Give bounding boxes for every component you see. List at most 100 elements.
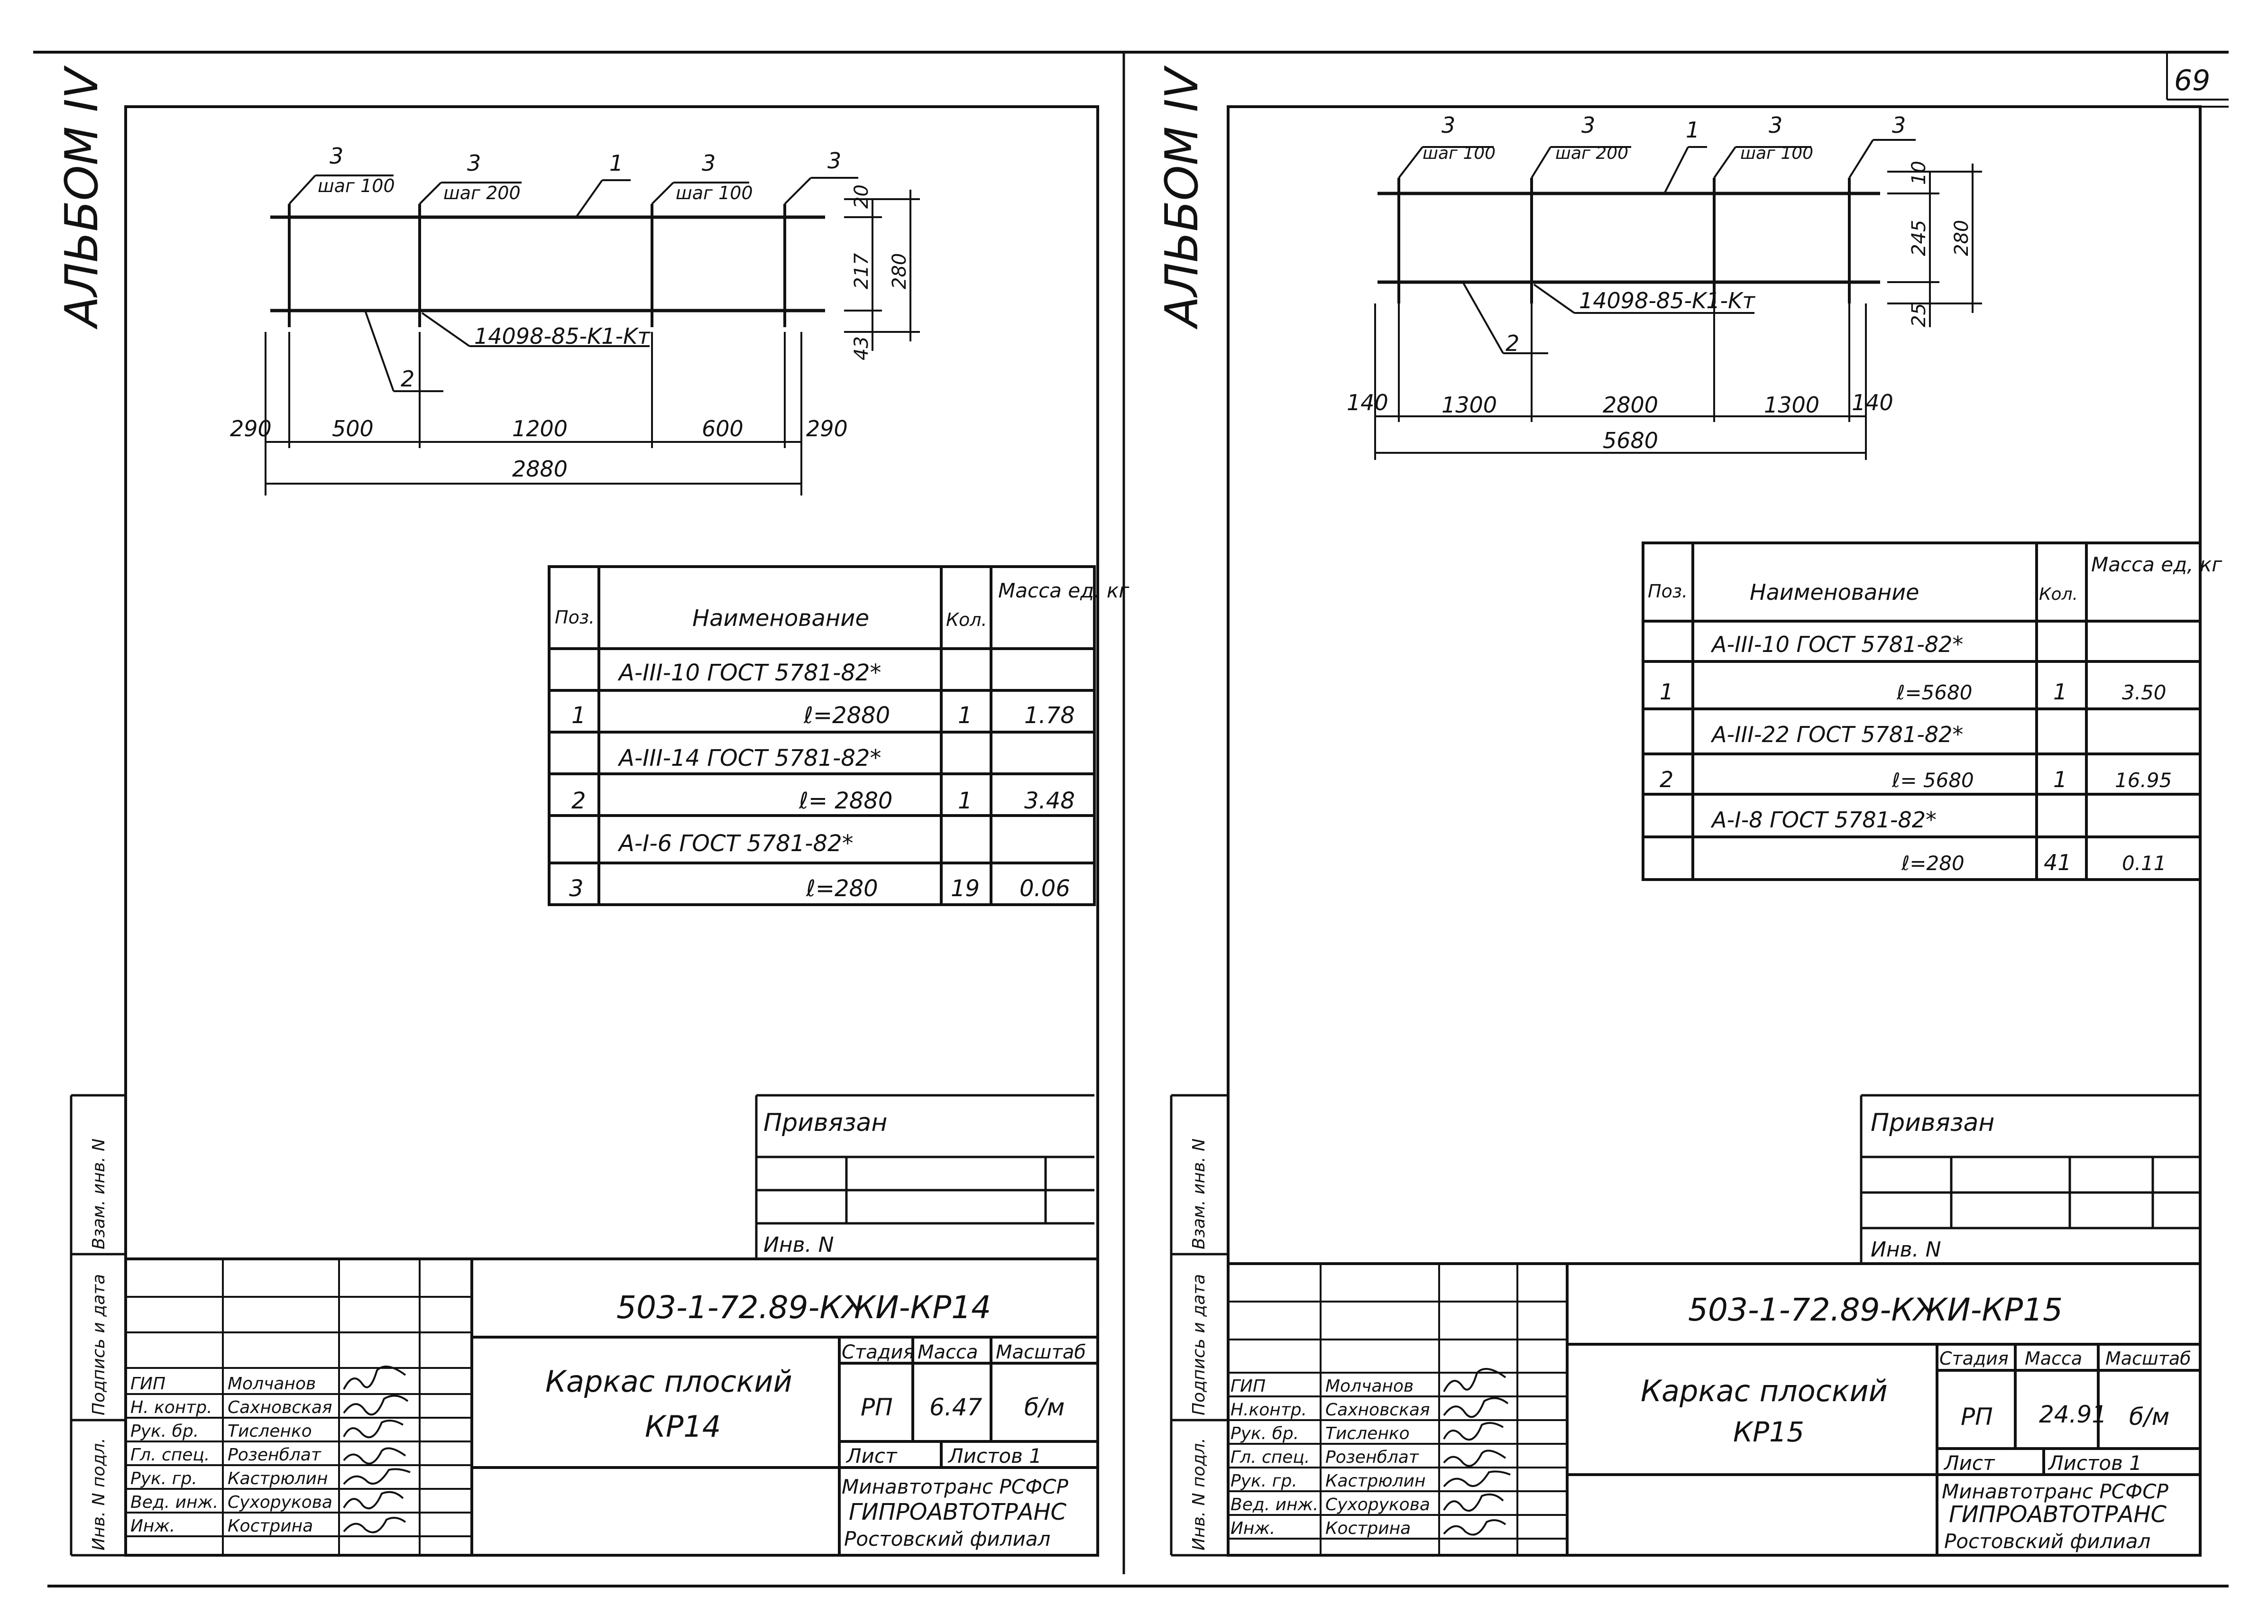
left-sheet: Лист [845,1444,898,1468]
left-row2-name: ℓ=2880 [803,702,890,729]
left-label-text-2: шаг 200 [443,183,521,203]
right-title-2: КР15 [1733,1416,1804,1448]
left-row2-qty: 1 [958,702,973,729]
right-dim-total: 5680 [1603,428,1658,453]
left-org-2: ГИПРОАВТОТРАНС [849,1499,1067,1525]
left-label-text-1: шаг 100 [318,175,395,196]
left-label-num-1: 3 [330,143,343,169]
left-label-num-3: 1 [609,150,623,176]
left-title-1: Каркас плоский [545,1364,792,1399]
right-dim-2: 1300 [1442,392,1497,418]
right-dim-5: 140 [1852,390,1893,415]
left-stage-v: РП [861,1394,893,1421]
right-side-stamp-1: Инв. N подл. [1189,1438,1209,1551]
right-row6-qty: 41 [2044,850,2072,875]
left-dim-right-2: 217 [851,253,872,289]
right-row2-mass: 3.50 [2122,681,2167,704]
left-sheets: Листов 1 [947,1444,1042,1468]
left-dim-5: 290 [806,416,848,441]
left-name-5: Кастрюлин [228,1469,328,1488]
left-row6-mass: 0.06 [1019,875,1070,902]
right-side-stamp-3: Взам. инв. N [1189,1138,1209,1249]
left-dim-2: 500 [332,416,374,441]
left-stage-h: Стадия [842,1341,914,1363]
right-mass-h: Масса [2025,1348,2082,1369]
right-row2-qty: 1 [2053,679,2067,705]
left-doc-code: 503-1-72.89-КЖИ-КР14 [616,1289,991,1326]
right-row2-pos: 1 [1660,679,1673,705]
left-dim-right-3: 43 [851,336,872,360]
left-org-1: Минавтотранс РСФСР [842,1475,1069,1498]
right-th-mass: Масса ед, кг [2091,553,2222,576]
right-th-pos: Поз. [1648,581,1688,602]
left-name-4: Розенблат [228,1445,321,1465]
right-name-6: Сухорукова [1325,1495,1430,1514]
left-bar2-label: 2 [401,366,414,392]
left-role-4: Гл. спец. [130,1445,210,1465]
left-side-stamp-1: Инв. N подл. [89,1438,109,1551]
left-th-name: Наименование [692,605,869,632]
right-row6-name: ℓ=280 [1901,852,1965,875]
left-privyazan: Привязан [763,1109,887,1137]
left-row1-name: А-III-10 ГОСТ 5781-82* [617,660,881,686]
left-role-7: Инж. [130,1516,175,1536]
right-label-num-3: 1 [1686,117,1699,143]
left-dim-right-1: 20 [851,184,872,209]
right-role-7: Инж. [1230,1519,1275,1538]
left-dim-height: 280 [889,253,910,289]
left-row3-name: А-III-14 ГОСТ 5781-82* [617,745,881,771]
right-dim-right-3: 25 [1908,303,1930,327]
right-th-name: Наименование [1750,579,1919,605]
page-number: 69 [2174,64,2210,97]
left-role-5: Рук. гр. [130,1469,197,1488]
right-sheets: Листов 1 [2048,1451,2142,1475]
right-dim-4: 1300 [1764,392,1819,418]
left-label-num-4: 3 [702,150,716,176]
right-dim-height: 280 [1951,220,1973,256]
left-row5-name: А-I-6 ГОСТ 5781-82* [617,830,854,857]
left-row2-pos: 1 [571,702,586,729]
right-name-2: Сахновская [1325,1400,1430,1420]
left-row6-pos: 3 [569,875,584,902]
right-row6-mass: 0.11 [2122,852,2167,875]
left-row6-name: ℓ=280 [806,875,878,902]
left-dim-total: 2880 [512,456,568,482]
left-name-1: Молчанов [228,1374,316,1394]
right-row4-name: ℓ= 5680 [1892,769,1974,792]
right-sheet: Лист [1943,1451,1995,1475]
right-signatures [1443,1368,1511,1536]
left-dim-1: 290 [230,416,272,441]
left-inv-no: Инв. N [763,1233,834,1257]
right-dim-right-1: 10 [1908,161,1930,185]
right-label-text-4: шаг 100 [1740,144,1813,163]
right-side-stamp-2: Подпись и дата [1189,1274,1209,1415]
left-dim-4: 600 [702,416,744,441]
right-org-1: Минавтотранс РСФСР [1942,1480,2169,1503]
left-row4-name: ℓ= 2880 [799,788,892,814]
left-role-6: Вед. инж. [130,1493,218,1512]
left-th-pos: Поз. [555,607,595,628]
left-name-6: Сухорукова [228,1493,332,1512]
left-side-stamp-2: Подпись и дата [89,1274,109,1415]
right-dim-3: 2800 [1603,392,1658,418]
left-name-2: Сахновская [228,1398,332,1417]
right-name-3: Тисленко [1325,1424,1410,1443]
left-label-num-2: 3 [467,150,481,176]
right-scale-v: б/м [2129,1403,2169,1431]
left-side-stamp-3: Взам. инв. N [89,1138,109,1249]
right-role-4: Гл. спец. [1230,1448,1310,1467]
right-stage-h: Стадия [1939,1348,2009,1369]
left-name-3: Тисленко [228,1422,312,1441]
right-dim-1: 140 [1347,390,1388,415]
right-privyazan: Привязан [1871,1109,1994,1137]
left-mass-h: Масса [918,1341,978,1363]
right-th-qty: Кол. [2039,585,2078,604]
right-row3-name: А-III-22 ГОСТ 5781-82* [1710,722,1963,747]
left-row4-qty: 1 [958,788,973,814]
right-label-text-1: шаг 100 [1423,144,1496,163]
left-dim-3: 1200 [512,416,568,441]
left-weld-label: 14098-85-K1-Kт [474,323,651,349]
right-title-1: Каркас плоский [1641,1374,1888,1408]
right-name-7: Кострина [1325,1519,1411,1538]
